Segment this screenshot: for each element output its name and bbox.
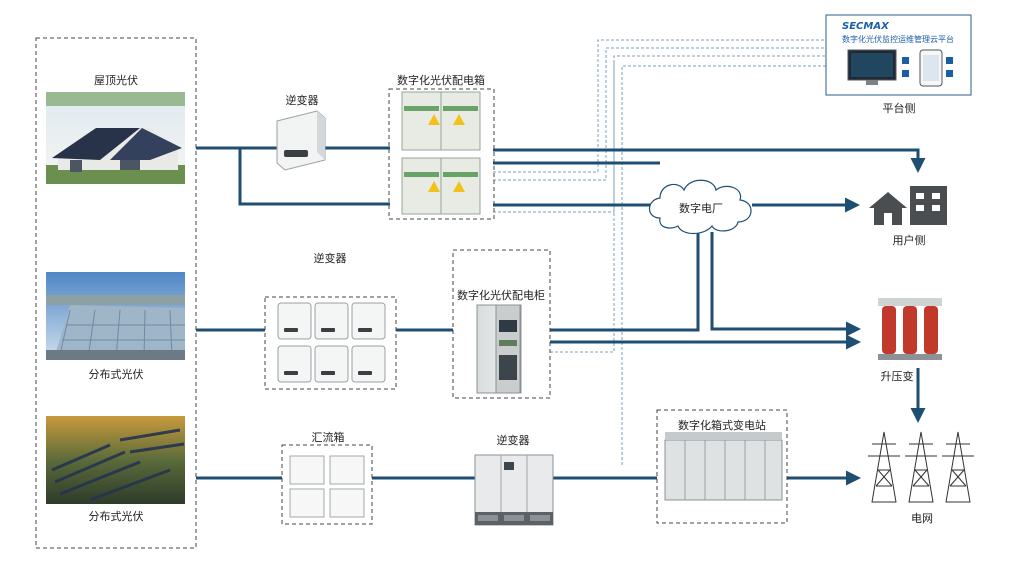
user-side-label: 用户侧 xyxy=(892,234,926,247)
grid-label: 电网 xyxy=(911,512,933,525)
pv-distribution-box-label: 数字化光伏配电箱 xyxy=(397,74,485,87)
box-substation-image xyxy=(664,432,783,501)
pv-distribution-box-image xyxy=(401,91,481,215)
platform-brand: SECMAX xyxy=(842,21,889,32)
inverter-group-frame xyxy=(264,296,397,390)
digital-plant-label: 数字电厂 xyxy=(679,202,723,215)
pv-sources-frame xyxy=(35,37,197,549)
digital-plant-cloud-icon xyxy=(648,179,752,235)
box-substation-label: 数字化箱式变电站 xyxy=(678,419,766,432)
inverter-mid-label: 逆变器 xyxy=(313,252,347,265)
inverter-group-image xyxy=(277,302,386,383)
distributed-pv-photo-2 xyxy=(46,416,185,504)
inverter-bottom-image xyxy=(474,454,554,526)
power-lines xyxy=(196,146,926,486)
inverter-top-label: 逆变器 xyxy=(285,94,319,107)
distributed-pv-photo-1 xyxy=(46,272,185,360)
box-substation-frame xyxy=(656,409,788,524)
step-up-transformer-image xyxy=(878,298,942,360)
pv-distribution-cabinet-image xyxy=(476,304,522,394)
pv-distribution-cabinet-label: 数字化光伏配电柜 xyxy=(457,289,545,302)
combiner-box-image xyxy=(289,455,365,518)
platform-title: 数字化光伏监控运维管理云平台 xyxy=(842,35,954,44)
inverter-bottom-label: 逆变器 xyxy=(496,434,530,447)
rooftop-pv-label: 屋顶光伏 xyxy=(94,74,138,87)
platform-monitor-image xyxy=(847,49,953,87)
step-up-transformer-label: 升压变 xyxy=(880,370,914,383)
combiner-box-frame xyxy=(281,444,373,525)
platform-signal-lines xyxy=(493,39,826,465)
combiner-box-label: 汇流箱 xyxy=(311,431,345,444)
pv-distribution-box-frame xyxy=(388,88,495,220)
user-side-icon xyxy=(869,186,947,225)
rooftop-pv-photo xyxy=(46,92,185,184)
distributed-pv-label-2: 分布式光伏 xyxy=(88,510,144,523)
distributed-pv-label-1: 分布式光伏 xyxy=(88,368,144,381)
transmission-towers-icon xyxy=(868,431,974,503)
pv-distribution-cabinet-frame xyxy=(452,249,551,399)
inverter-top-image xyxy=(276,110,326,171)
platform-caption: 平台侧 xyxy=(882,102,916,115)
